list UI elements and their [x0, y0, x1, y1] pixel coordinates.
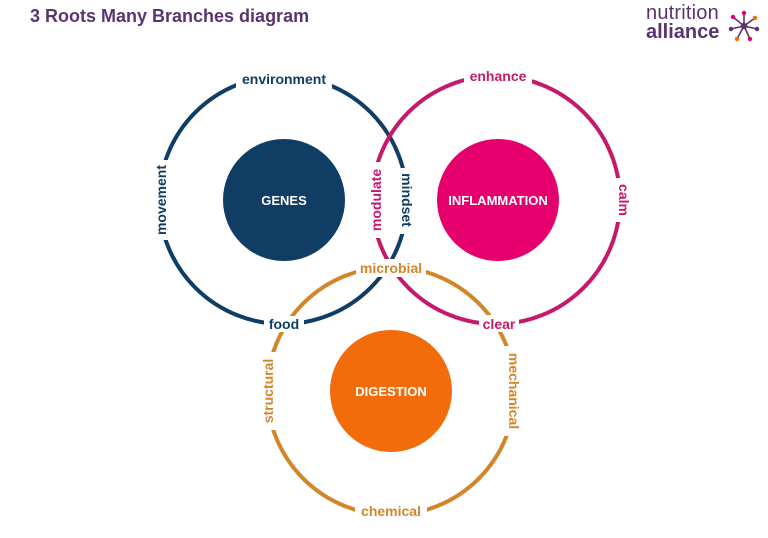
branch-food: food [269, 316, 299, 332]
branch-movement: movement [153, 165, 169, 235]
network-star-icon [728, 10, 760, 42]
branch-chemical: chemical [361, 503, 421, 519]
inflammation-label: INFLAMMATION [448, 193, 547, 208]
genes-branches: environment food movement mindset [152, 70, 416, 332]
branch-enhance: enhance [470, 68, 527, 84]
branch-modulate: modulate [368, 169, 384, 231]
logo-text-line1: nutrition [646, 2, 719, 24]
branch-environment: environment [242, 71, 326, 87]
digestion-node [330, 330, 452, 452]
branch-microbial: microbial [360, 260, 422, 276]
logo-text-line2: alliance [646, 21, 720, 43]
branch-structural: structural [260, 359, 276, 424]
branch-mechanical: mechanical [506, 353, 522, 429]
diagram-title: 3 Roots Many Branches diagram [30, 6, 310, 26]
inflammation-node [437, 139, 559, 261]
genes-label: GENES [261, 193, 307, 208]
branch-clear: clear [483, 316, 516, 332]
nutrition-alliance-logo: nutrition alliance [646, 2, 761, 46]
genes-node [223, 139, 345, 261]
branch-mindset: mindset [399, 173, 415, 227]
branch-calm: calm [616, 184, 632, 216]
digestion-branches: microbial mechanical chemical structural [260, 259, 522, 520]
inflammation-branches: enhance calm clear modulate [367, 68, 633, 332]
digestion-label: DIGESTION [355, 384, 427, 399]
